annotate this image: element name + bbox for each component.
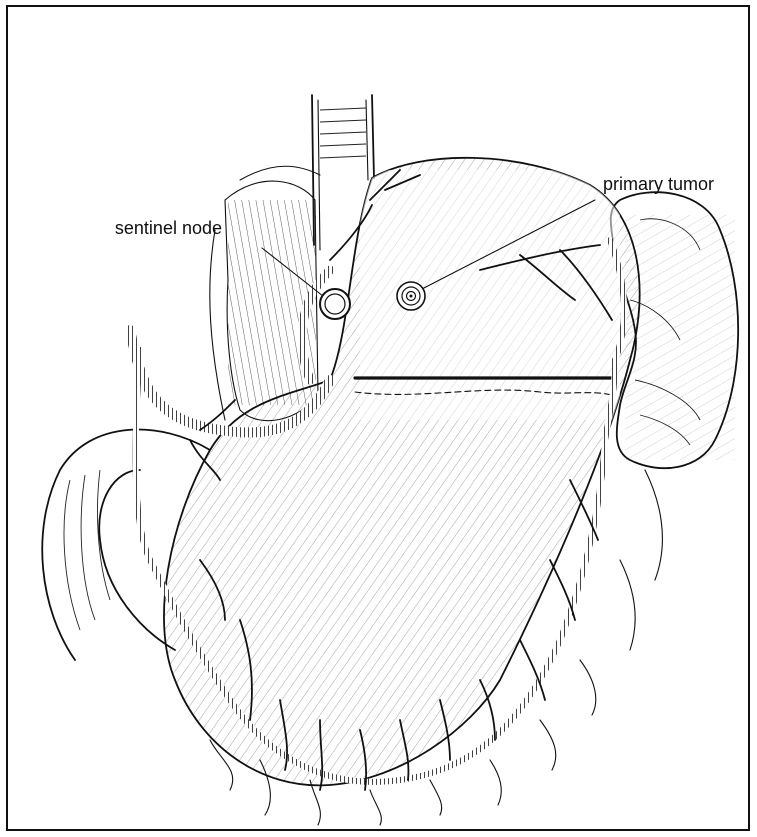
sentinel-node-label: sentinel node [115, 218, 222, 238]
primary-tumor-label: primary tumor [603, 174, 714, 194]
primary-tumor-marker [397, 282, 425, 310]
sentinel-node-marker [320, 289, 350, 319]
omentum [210, 166, 320, 420]
stomach [150, 150, 650, 800]
